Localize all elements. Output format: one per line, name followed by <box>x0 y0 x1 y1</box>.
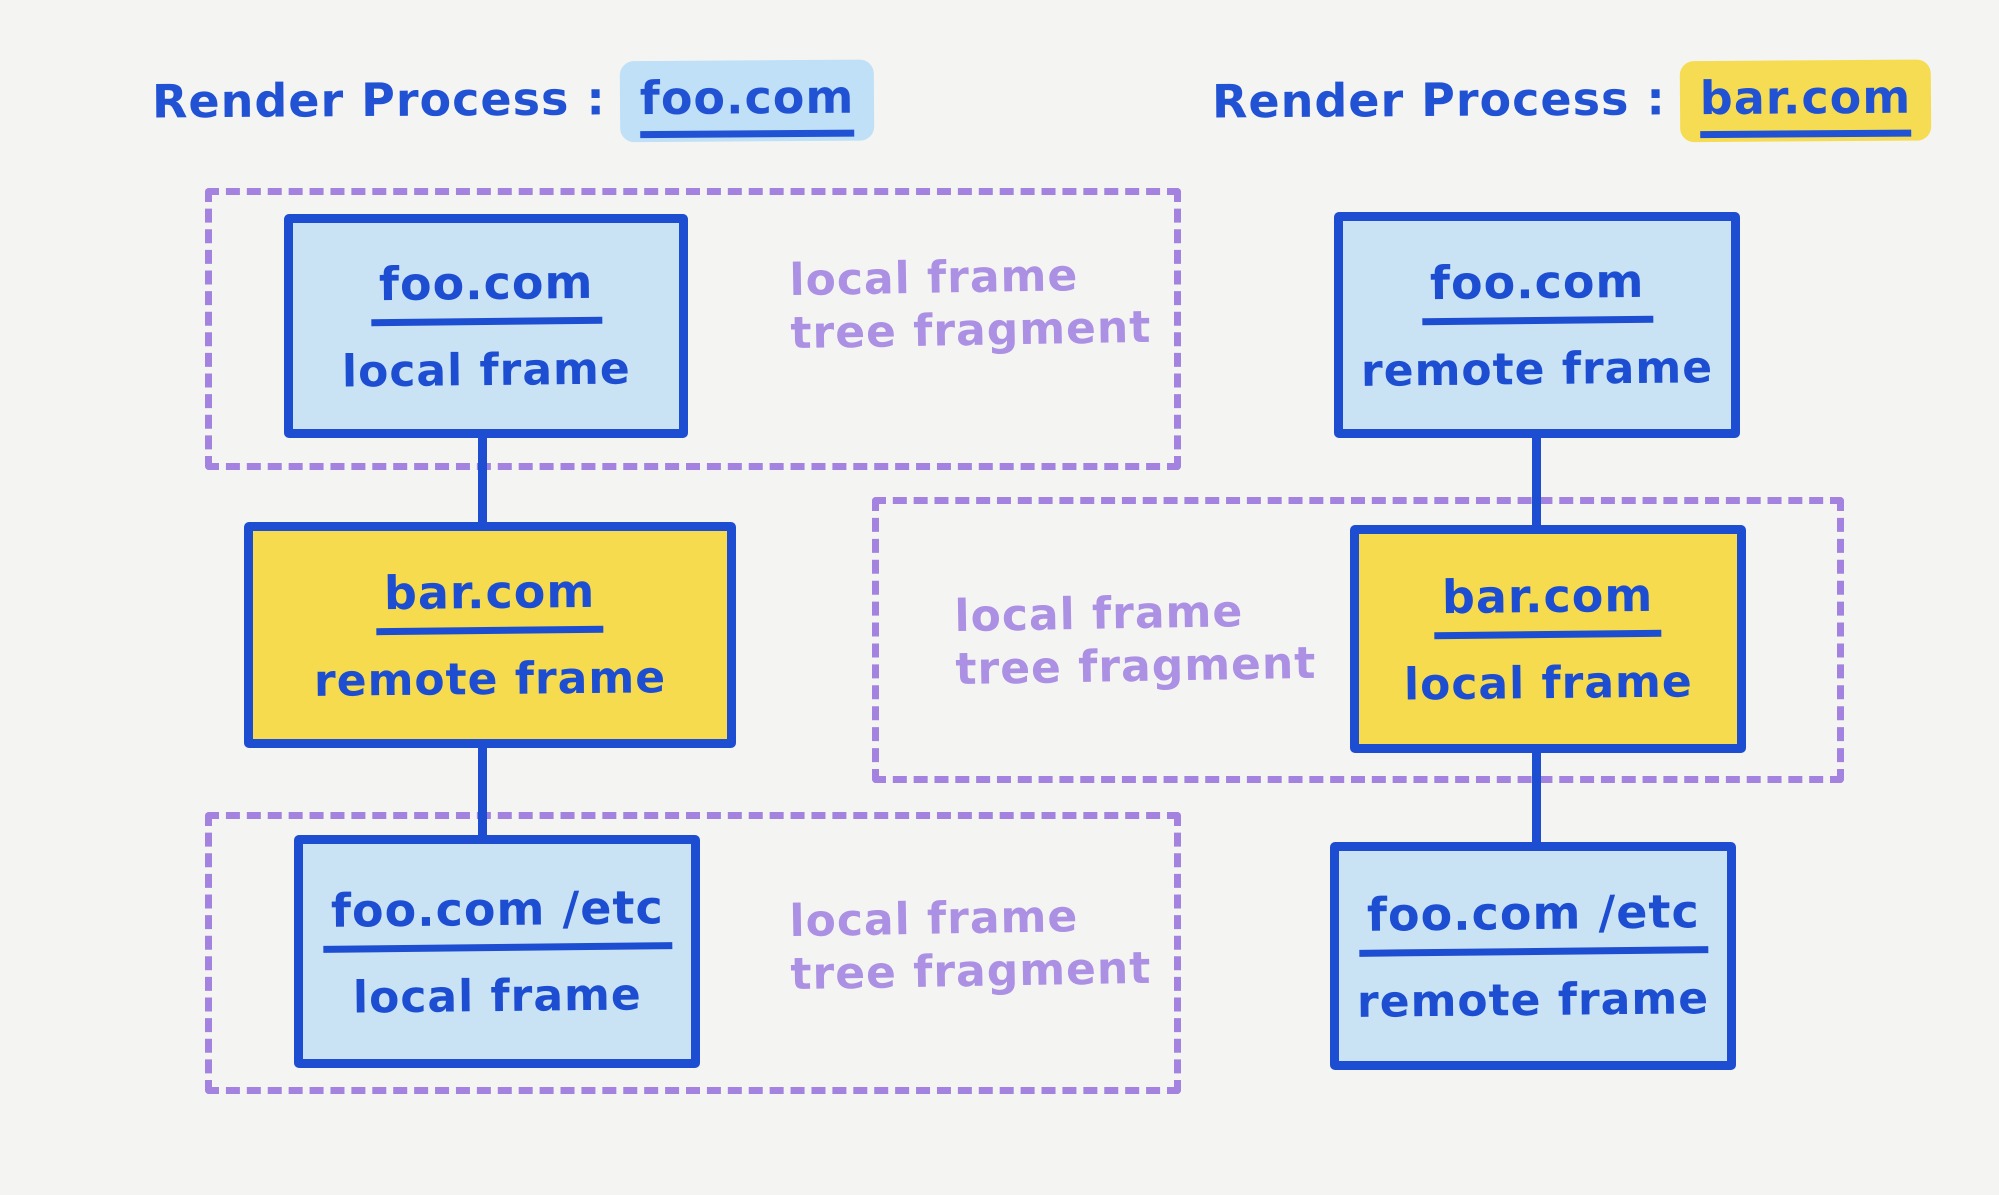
frame-node-domain: foo.com /etc <box>322 879 672 953</box>
frame-node-domain: foo.com <box>1421 253 1653 326</box>
fragment-label-left-bottom: local frame tree fragment <box>789 890 1152 1002</box>
bar-com-title-text: bar.com <box>1699 69 1912 139</box>
frame-node-domain: bar.com <box>375 563 605 636</box>
frame-node-bar-local: bar.com local frame <box>1350 525 1746 753</box>
fragment-label-line: tree fragment <box>790 301 1152 359</box>
tree-edge-right-2 <box>1532 749 1541 846</box>
render-process-title-foo: Render Process : foo.com <box>152 59 875 145</box>
render-process-title-bar: Render Process : bar.com <box>1212 59 1932 145</box>
frame-node-type: remote frame <box>1356 973 1710 1028</box>
fragment-box-right-mid <box>872 497 1844 783</box>
frame-node-foo-etc-local: foo.com /etc local frame <box>294 835 700 1068</box>
tree-edge-right-1 <box>1532 434 1541 529</box>
frame-node-type: local frame <box>352 968 642 1024</box>
fragment-label-line: tree fragment <box>790 942 1152 1000</box>
foo-com-title-text: foo.com <box>639 69 855 139</box>
frame-node-type: local frame <box>341 343 631 398</box>
frame-node-foo-remote: foo.com remote frame <box>1334 212 1740 438</box>
render-process-label: Render Process : <box>1211 71 1667 129</box>
frame-node-type: local frame <box>1403 656 1693 711</box>
frame-node-foo-local: foo.com local frame <box>284 214 688 438</box>
foo-com-highlight: foo.com <box>619 59 875 143</box>
frame-node-domain: bar.com <box>1433 567 1663 640</box>
bar-com-highlight: bar.com <box>1679 59 1932 143</box>
render-process-label: Render Process : <box>151 71 607 129</box>
fragment-label-line: local frame <box>954 586 1244 643</box>
fragment-box-left-top <box>205 188 1181 470</box>
frame-node-bar-remote: bar.com remote frame <box>244 522 736 748</box>
tree-edge-left-2 <box>478 744 487 839</box>
frame-node-type: remote frame <box>1360 342 1714 397</box>
fragment-box-left-bottom <box>205 812 1181 1094</box>
fragment-label-line: local frame <box>789 250 1079 307</box>
frame-node-domain: foo.com /etc <box>1358 884 1708 957</box>
frame-node-foo-etc-remote: foo.com /etc remote frame <box>1330 842 1736 1070</box>
frame-node-domain: foo.com <box>370 254 602 327</box>
fragment-label-left-top: local frame tree fragment <box>789 249 1152 361</box>
fragment-label-right-mid: local frame tree fragment <box>954 585 1317 697</box>
fragment-label-line: local frame <box>789 891 1079 948</box>
tree-edge-left-1 <box>478 434 487 526</box>
fragment-label-line: tree fragment <box>955 637 1317 695</box>
frame-node-type: remote frame <box>313 652 667 707</box>
